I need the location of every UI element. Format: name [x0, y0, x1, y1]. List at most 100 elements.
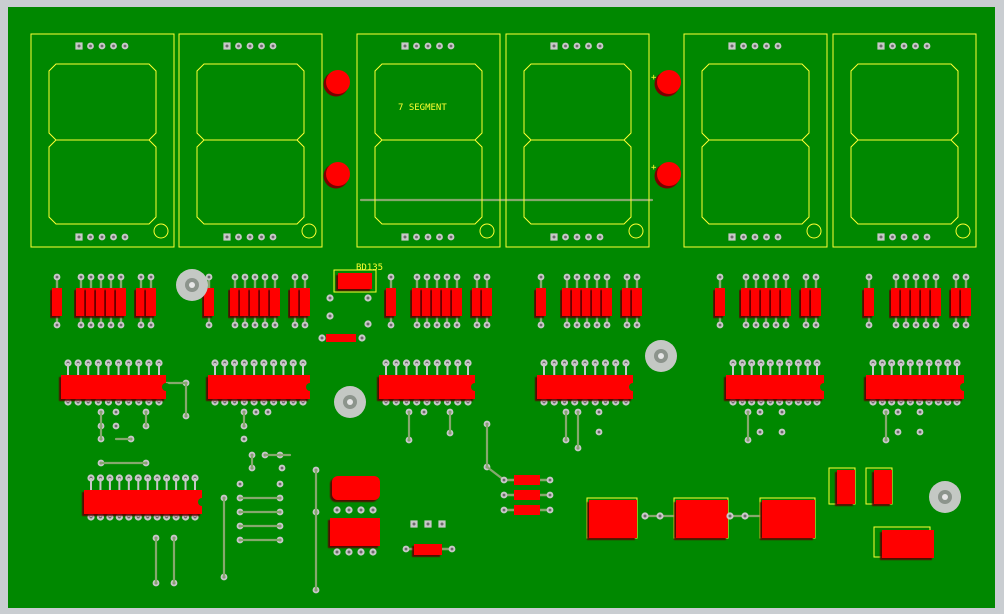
transistor-outline: [333, 269, 377, 293]
resistor-body: [864, 288, 874, 316]
pad-hole: [303, 275, 307, 279]
pad-hole: [114, 424, 118, 428]
ic-body: [866, 375, 964, 399]
pad-hole: [55, 323, 59, 327]
pad-hole: [914, 44, 917, 48]
ic-notch: [471, 383, 479, 391]
resistor-body: [622, 288, 632, 316]
pad-hole: [502, 478, 506, 482]
pad-hole: [149, 323, 153, 327]
pad-hole: [597, 410, 601, 414]
digit-outline: [832, 33, 977, 248]
decimal-point: [628, 223, 644, 239]
pad-hole: [896, 410, 900, 414]
pad-hole: [754, 275, 758, 279]
pad-hole: [598, 235, 602, 239]
pad-hole: [389, 275, 393, 279]
resistor-body: [801, 288, 811, 316]
resistor-body: [250, 288, 260, 316]
colon-led: [323, 70, 350, 97]
resistor: [761, 273, 771, 329]
resistor: [931, 273, 941, 329]
decimal-point: [955, 223, 971, 239]
led-body: [657, 162, 681, 186]
resistor: [96, 273, 106, 329]
ic-body: [84, 490, 202, 514]
resistor-body: [911, 288, 921, 316]
decimal-point: [806, 223, 822, 239]
pad-hole: [360, 336, 364, 340]
pad-hole: [207, 323, 211, 327]
seven-segment-digit: [832, 33, 977, 248]
ic-body: [208, 375, 310, 399]
relay: [673, 497, 729, 539]
resistor-body: [472, 288, 482, 316]
pad-hole: [242, 437, 246, 441]
pad-hole: [635, 275, 639, 279]
pad-hole: [575, 235, 579, 239]
resistor-body: [230, 288, 240, 316]
resistor-body: [76, 288, 86, 316]
pad-hole: [879, 44, 883, 48]
pad-hole: [415, 44, 418, 48]
resistor-body: [260, 288, 270, 316]
pad-hole: [404, 547, 408, 551]
pad-hole: [266, 410, 270, 414]
resistor-body: [412, 288, 422, 316]
resistor-body: [562, 288, 572, 316]
pad-hole: [79, 323, 83, 327]
pad-hole: [273, 275, 277, 279]
pad-hole: [879, 235, 883, 239]
resistor-body: [751, 288, 761, 316]
pad-hole: [237, 44, 240, 48]
pad-hole: [112, 44, 115, 48]
pad-hole: [415, 235, 418, 239]
resistor-horizontal: [402, 544, 456, 555]
resistor-body: [891, 288, 901, 316]
relay: [759, 497, 816, 539]
pad-hole: [718, 275, 722, 279]
digit-segments: [196, 63, 305, 225]
resistor: [290, 273, 300, 329]
ic-body: [379, 375, 475, 399]
led-body: [326, 162, 350, 186]
pad-hole: [565, 275, 569, 279]
resistor: [751, 273, 761, 329]
pad-hole: [366, 296, 370, 300]
mounting-hole-core: [942, 494, 948, 500]
resistor-body: [572, 288, 582, 316]
pad-hole: [233, 275, 237, 279]
resistor: [781, 273, 791, 329]
pad-hole: [425, 275, 429, 279]
pad-hole: [625, 275, 629, 279]
pad-hole: [366, 322, 370, 326]
decimal-point: [479, 223, 495, 239]
digit-outline: [683, 33, 828, 248]
dip-ic: [61, 359, 170, 406]
pad-hole: [485, 323, 489, 327]
resistor-body: [146, 288, 156, 316]
pad-hole: [114, 410, 118, 414]
pad-hole: [149, 275, 153, 279]
pad-hole: [764, 275, 768, 279]
resistor-body: [290, 288, 300, 316]
resistor-array-row: [52, 269, 971, 342]
digit-outline: [30, 33, 175, 248]
pad-hole: [718, 323, 722, 327]
resistor-body: [741, 288, 751, 316]
resistor-body: [414, 544, 442, 555]
pad-hole: [273, 323, 277, 327]
resistor: [386, 273, 396, 329]
pad-hole: [243, 275, 247, 279]
pad-hole: [758, 410, 762, 414]
pad-hole: [539, 275, 543, 279]
resistor-body: [811, 288, 821, 316]
pad-hole: [263, 275, 267, 279]
pad-hole: [587, 235, 590, 239]
resistor: [270, 273, 280, 329]
pad-hole: [347, 550, 351, 554]
pad-hole: [237, 235, 240, 239]
pad-hole: [867, 275, 871, 279]
transistor-label: BD135: [356, 263, 383, 273]
resistor: [864, 273, 874, 329]
